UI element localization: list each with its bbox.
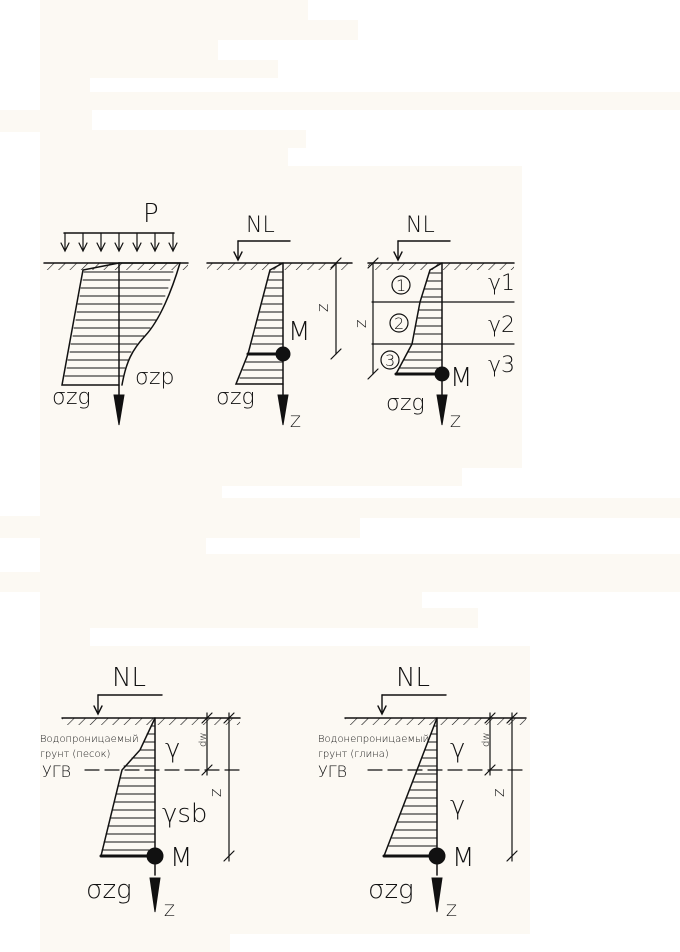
label-axis-z: Z bbox=[446, 901, 457, 920]
label-sigma-zp: σzp bbox=[135, 365, 174, 390]
label-water-level: УГВ bbox=[42, 762, 71, 781]
panel-single-layer bbox=[206, 240, 353, 426]
label-m: M bbox=[450, 363, 472, 393]
stress-hatching bbox=[399, 272, 443, 369]
gamma-3: γ3 bbox=[488, 353, 515, 378]
label-m: M bbox=[288, 317, 310, 347]
label-axis-z: Z bbox=[450, 412, 461, 431]
label-dw: dw bbox=[481, 732, 492, 747]
axis-arrow bbox=[277, 394, 289, 426]
axis-arrow bbox=[149, 877, 161, 913]
panel-load-p bbox=[43, 232, 189, 426]
figure-2-labels: NL Водопроницаемый грунт (песок) УГВ γ γ… bbox=[40, 663, 508, 920]
soil-type-line-2: грунт (песок) bbox=[40, 749, 110, 760]
label-nl: NL bbox=[112, 663, 146, 693]
stress-hatching bbox=[101, 725, 156, 851]
point-m bbox=[275, 346, 291, 362]
label-gamma-bottom: γ bbox=[450, 791, 465, 821]
figure-1 bbox=[43, 232, 515, 426]
label-dw: dw bbox=[198, 732, 209, 747]
sigma-zg-diagram bbox=[234, 262, 284, 385]
layer-3-number: 3 bbox=[385, 351, 395, 370]
label-nl: NL bbox=[396, 663, 430, 693]
layer-2-number: 2 bbox=[394, 314, 404, 333]
label-sigma-zg: σzg bbox=[86, 875, 132, 905]
label-z: z bbox=[351, 320, 370, 328]
axis-arrow bbox=[431, 877, 443, 913]
ground-hatch bbox=[62, 718, 240, 725]
ground-hatch bbox=[207, 263, 352, 270]
label-z: z bbox=[313, 304, 332, 312]
label-axis-z: Z bbox=[290, 412, 301, 431]
axis-arrow bbox=[113, 394, 125, 426]
label-m: M bbox=[170, 843, 192, 873]
panel-clay bbox=[344, 694, 527, 913]
layer-2-marker bbox=[389, 313, 409, 333]
figure-2 bbox=[61, 694, 527, 913]
layer-1-marker bbox=[391, 275, 411, 295]
label-p: P bbox=[143, 199, 159, 229]
label-sigma-zg: σzg bbox=[216, 385, 255, 410]
layer-3-marker bbox=[380, 350, 400, 370]
stress-hatching bbox=[388, 725, 438, 847]
load-arrows bbox=[60, 232, 178, 253]
label-axis-z: Z bbox=[164, 901, 175, 920]
layer-1-number: 1 bbox=[396, 276, 406, 295]
label-sigma-zg: σzg bbox=[52, 385, 91, 410]
label-z: z bbox=[206, 789, 225, 797]
label-m: M bbox=[452, 843, 474, 873]
axis-arrow bbox=[436, 394, 448, 426]
label-sigma-zg: σzg bbox=[368, 875, 414, 905]
label-nl: NL bbox=[246, 213, 275, 238]
label-gamma-top: γ bbox=[165, 734, 180, 764]
soil-type-line-1: Водонепроницаемый bbox=[318, 734, 429, 745]
point-m bbox=[428, 847, 446, 865]
sigma-zg-diagram bbox=[61, 262, 120, 386]
soil-type-line-1: Водопроницаемый bbox=[40, 734, 139, 745]
label-nl: NL bbox=[406, 213, 435, 238]
label-sigma-zg: σzg bbox=[386, 391, 425, 416]
label-gamma-sb: γsb bbox=[162, 799, 207, 829]
panel-layered bbox=[367, 240, 515, 426]
figure-1-labels: P σzg σzp NL z M σzg Z NL z 1 2 3 γ1 γ2 … bbox=[52, 199, 515, 431]
soil-type-line-2: грунт (глина) bbox=[318, 749, 389, 760]
label-z: z bbox=[489, 789, 508, 797]
stress-hatching bbox=[239, 271, 284, 379]
label-gamma-top: γ bbox=[450, 734, 465, 764]
sigma-zp-curve bbox=[118, 262, 182, 386]
point-m bbox=[434, 366, 450, 382]
gamma-2: γ2 bbox=[488, 313, 515, 338]
label-water-level: УГВ bbox=[318, 762, 347, 781]
ground-hatch bbox=[368, 263, 514, 270]
panel-sand bbox=[61, 694, 245, 913]
stress-hatching bbox=[64, 271, 174, 377]
gamma-1: γ1 bbox=[488, 271, 515, 296]
ground-hatch bbox=[44, 263, 188, 270]
point-m bbox=[146, 847, 164, 865]
